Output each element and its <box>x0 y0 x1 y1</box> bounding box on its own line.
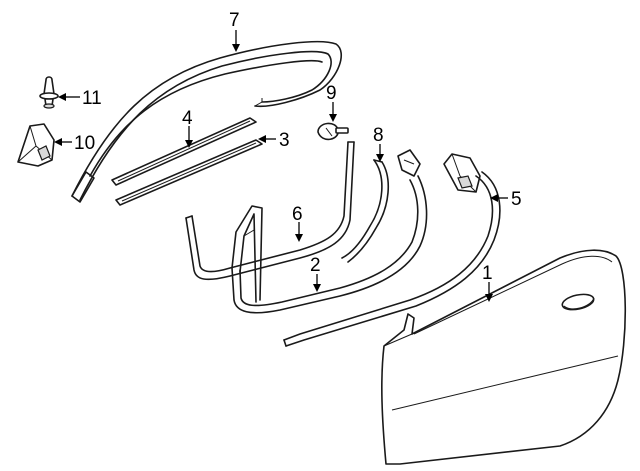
callout-7: 7 <box>229 10 240 31</box>
part-4-belt-strip-upper <box>111 117 257 186</box>
part-1-door-shell <box>381 249 627 465</box>
part-9-push-pin <box>317 122 349 141</box>
callout-11: 11 <box>82 88 102 109</box>
part-6-glass-run <box>185 141 355 303</box>
part-5-outer-weatherstrip <box>283 153 501 347</box>
part-2-door-weatherstrip <box>231 149 428 314</box>
part-3-belt-strip-lower <box>115 139 263 206</box>
callout-labels: 7 11 10 4 3 9 8 5 6 2 1 <box>74 10 522 284</box>
part-8-seal-strip <box>341 159 390 263</box>
part-11-clip <box>39 76 59 109</box>
part-7-roof-weatherstrip <box>71 40 342 203</box>
callout-5: 5 <box>511 189 522 210</box>
callout-6: 6 <box>292 204 303 225</box>
callout-10: 10 <box>74 133 95 154</box>
callout-4: 4 <box>182 108 193 129</box>
callout-2: 2 <box>310 255 321 276</box>
leader-lines <box>54 30 508 302</box>
callout-9: 9 <box>326 83 337 104</box>
part-10-bracket <box>17 123 55 167</box>
callout-1: 1 <box>482 263 493 284</box>
callout-3: 3 <box>279 130 290 151</box>
callout-8: 8 <box>373 125 384 146</box>
